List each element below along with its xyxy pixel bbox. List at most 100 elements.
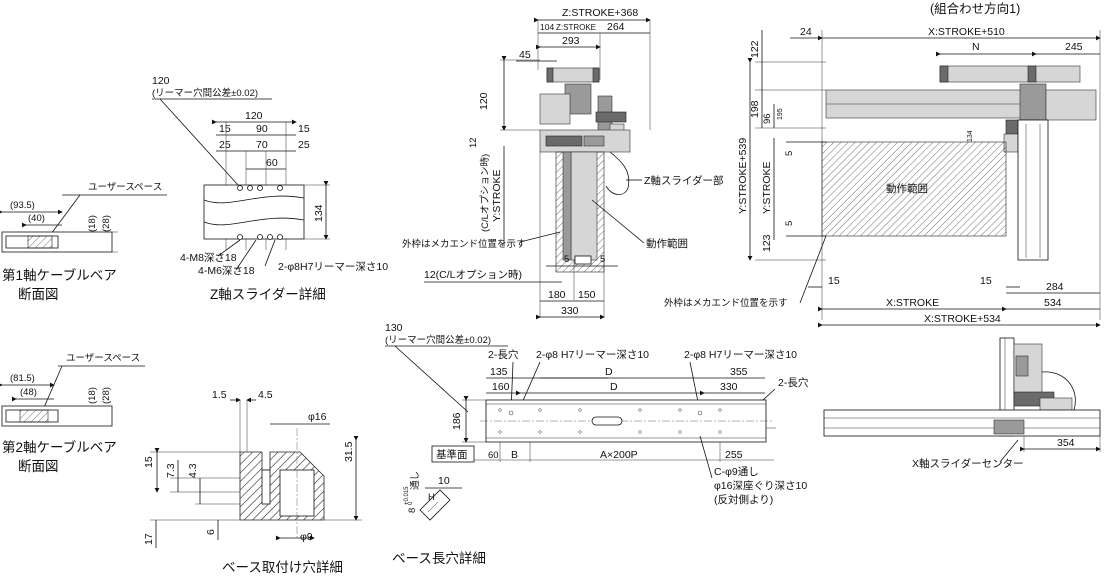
front-dim-5a: 5 <box>564 254 569 265</box>
zslider-m6: 4-M6深さ18 <box>198 265 255 277</box>
axis1-dim-40: (40) <box>28 213 45 224</box>
axis2-user-space-label: ユーザースペース <box>66 353 140 364</box>
baseslot-slot-a: 2-長穴 <box>488 348 519 361</box>
zslider-dim-120: 120 <box>245 110 263 122</box>
axis1-dim-935: (93.5) <box>10 200 35 211</box>
baseslot-holes <box>498 408 722 434</box>
axis2-title-1: 第2軸ケーブルベア <box>2 439 117 455</box>
axis1-dim-18: (18) <box>87 215 98 232</box>
basehole-dim-73: 7.3 <box>165 463 177 478</box>
front-dim-330: 330 <box>561 305 579 317</box>
baseslot-dim-tol: +0.015 <box>404 486 410 505</box>
top-dim-245: 245 <box>1065 41 1083 53</box>
baseslot-ref-plane: 基準面 <box>436 448 468 461</box>
baseslot-thru: 通し <box>410 471 421 490</box>
config-title: (組合わせ方向1) <box>930 1 1020 16</box>
zslider-reamer: 2-φ8H7リーマー深さ10 <box>278 261 388 273</box>
zslider-dim-60: 60 <box>266 157 278 169</box>
front-frame-mech: 外枠はメカエンド位置を示す <box>402 238 526 250</box>
baseslot-dim-60: 60 <box>488 450 499 461</box>
axis2-cable-section: ユーザースペース (81.5) (48) (18) (28) 第2軸ケーブルベア… <box>0 353 145 474</box>
zslider-dim-15a: 15 <box>219 123 231 135</box>
baseslot-dim-160: 160 <box>492 381 510 393</box>
zslider-dim-70: 70 <box>256 139 268 151</box>
basehole-dim-43: 4.3 <box>187 463 199 478</box>
top-frame-mech: 外枠はメカエンド位置を示す <box>664 297 788 309</box>
front-view: Z:STROKE+368 104 Z:STROKE 264 293 45 <box>402 7 724 320</box>
front-dim-293: 293 <box>562 35 580 47</box>
baseslot-dim-8: 8 <box>407 508 418 513</box>
axis2-dim-815: (81.5) <box>10 373 35 384</box>
zslider-tolerance: (リーマー穴間公差±0.02) <box>152 87 258 99</box>
baseslot-dim-255: 255 <box>725 449 743 461</box>
zslider-dim-25a: 25 <box>219 139 231 151</box>
top-dim-122: 122 <box>749 40 761 58</box>
basehole-dim-6: 6 <box>205 529 217 535</box>
side-dim-354: 354 <box>1057 437 1075 449</box>
zslider-holes <box>237 185 283 240</box>
baseslot-dim-tol2: 0 <box>408 501 414 505</box>
axis1-cable-section: ユーザースペース (93.5) (40) (18) (28) 第1軸ケーブルベア… <box>0 182 167 302</box>
base-hole-detail: 1.5 4.5 φ16 15 7.3 4.3 31.5 17 6 φ9 ベース取… <box>143 389 362 575</box>
front-dim-180: 180 <box>548 289 566 301</box>
zslider-dim-90: 90 <box>256 123 268 135</box>
basehole-dim-17: 17 <box>143 533 155 545</box>
top-dim-134: 134 <box>967 130 974 142</box>
top-dim-N: N <box>972 41 980 53</box>
axis1-dim-28: (28) <box>101 215 112 232</box>
top-dim-123: 123 <box>761 234 773 252</box>
top-dim-195: 195 <box>777 108 784 120</box>
axis1-title-2: 断面図 <box>18 287 59 302</box>
top-dim-284: 284 <box>1046 281 1064 293</box>
zslider-dim-15b: 15 <box>298 123 310 135</box>
axis1-user-space-label: ユーザースペース <box>88 182 162 193</box>
axis2-dim-28: (28) <box>101 387 112 404</box>
baseslot-dim-10: 10 <box>438 475 450 487</box>
top-ystroke539: Y:STROKE+539 <box>737 138 749 214</box>
top-dim-24: 24 <box>800 26 812 38</box>
axis2-dim-48: (48) <box>20 387 37 398</box>
baseslot-dim-186: 186 <box>451 412 463 430</box>
front-dim-120: 120 <box>478 92 490 110</box>
baseslot-slot-b: 2-長穴 <box>778 376 809 389</box>
top-dim-15a: 15 <box>828 275 840 287</box>
front-zstroke368: Z:STROKE+368 <box>562 7 638 19</box>
basehole-dim-315: 31.5 <box>343 441 355 462</box>
top-xstroke: X:STROKE <box>886 297 939 309</box>
side-x-center: X軸スライダーセンター <box>912 457 1024 470</box>
zslider-title: Z軸スライダー詳細 <box>210 287 326 302</box>
baseslot-dim-130: 130 <box>385 322 403 334</box>
top-range: 動作範囲 <box>886 182 928 195</box>
zslider-m8: 4-M8深さ18 <box>180 252 237 264</box>
basehole-dim-phi9: φ9 <box>300 531 313 543</box>
baseslot-dim-B: B <box>511 449 518 461</box>
baseslot-dim-D2: D <box>610 381 618 393</box>
top-xstroke534: X:STROKE+534 <box>924 313 1001 325</box>
z-slider-detail: 120 (リーマー穴間公差±0.02) 120 15 90 15 25 70 2… <box>152 75 388 302</box>
front-dim-5b: 5 <box>600 254 605 265</box>
zslider-dim-120-top: 120 <box>152 75 170 87</box>
zslider-dim-25b: 25 <box>298 139 310 151</box>
baseslot-c-holes-3: (反対側より) <box>714 493 773 506</box>
zslider-dim-134: 134 <box>313 204 325 222</box>
front-range: 動作範囲 <box>646 237 688 250</box>
axis2-dim-18: (18) <box>87 387 98 404</box>
top-dim-5a: 5 <box>784 151 795 156</box>
front-zslider-part: Z軸スライダー部 <box>644 174 724 187</box>
front-ystroke: Y:STROKE <box>491 169 503 222</box>
front-dim-104: 104 <box>540 22 554 32</box>
top-view: (組合わせ方向1) 24 X:STROKE+510 N 245 動作範囲 <box>664 1 1101 328</box>
basehole-title: ベース取付け穴詳細 <box>222 560 343 575</box>
base-slot-detail: 130 (リーマー穴間公差±0.02) 2-長穴 2-φ8 H7リーマー深さ10… <box>385 322 809 566</box>
axis1-title-1: 第1軸ケーブルベア <box>2 267 117 283</box>
baseslot-dim-330: 330 <box>720 381 738 393</box>
baseslot-dim-D1: D <box>605 366 613 378</box>
axis2-title-2: 断面図 <box>18 459 59 474</box>
baseslot-dim-H: H <box>428 492 435 503</box>
top-dim-198: 198 <box>749 100 761 118</box>
front-dim-150: 150 <box>578 289 596 301</box>
baseslot-dim-Ax200P: A×200P <box>600 449 638 461</box>
front-dim-12: 12 <box>468 137 479 148</box>
basehole-dim-45: 4.5 <box>258 389 273 401</box>
